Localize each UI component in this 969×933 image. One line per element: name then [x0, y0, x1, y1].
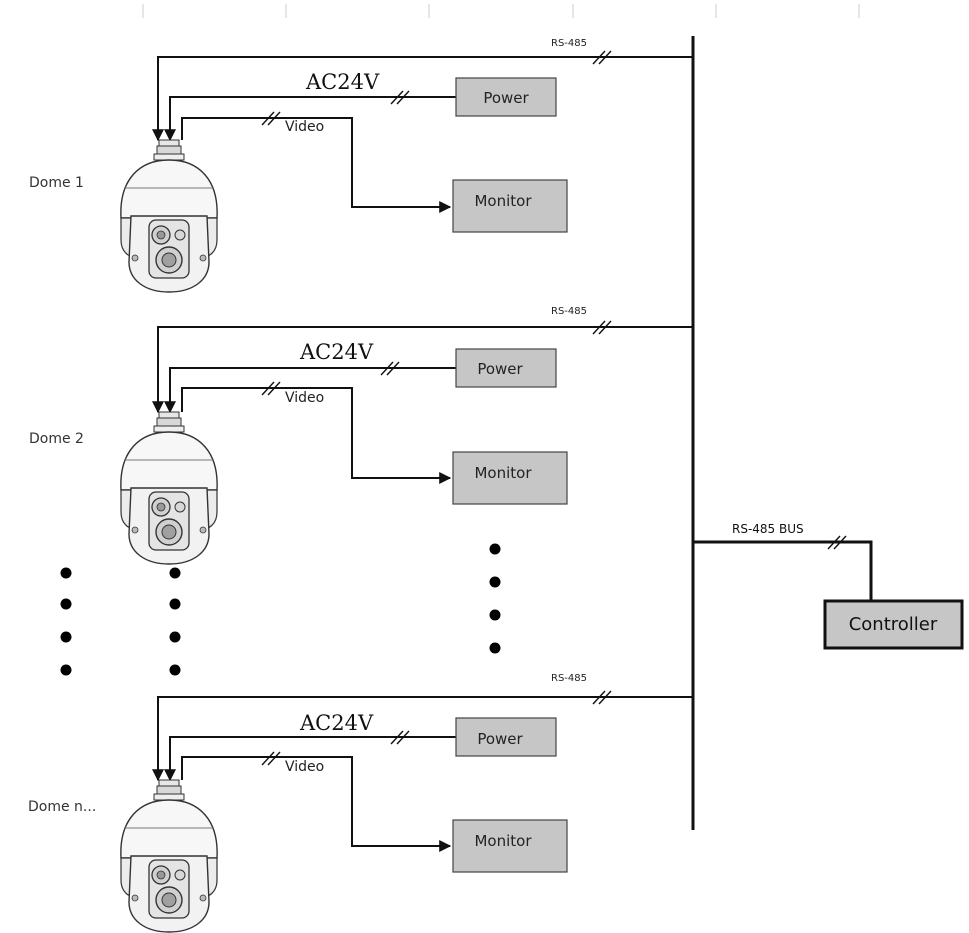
video-label: Video — [285, 390, 324, 406]
video-slash-mark — [261, 751, 281, 766]
video-wire — [181, 756, 452, 852]
monitor-box-label: Monitor — [474, 192, 532, 210]
power-box — [455, 77, 557, 117]
dome-camera-icon — [120, 411, 218, 565]
controller-box — [823, 599, 964, 650]
rs485-label: RS-485 — [551, 673, 587, 684]
controller-label: Controller — [849, 614, 938, 635]
video-slash-mark — [261, 381, 281, 396]
monitor-box — [452, 179, 568, 233]
video-label: Video — [285, 759, 324, 775]
dome-group-n: RS-485 AC24V Power Video Monitor Dome n.… — [28, 673, 693, 933]
power-wire — [164, 96, 456, 142]
power-box-label: Power — [477, 730, 523, 748]
rs485-slash-mark — [592, 320, 612, 335]
power-wire — [164, 736, 456, 782]
power-box-label: Power — [477, 360, 523, 378]
monitor-box-label: Monitor — [474, 832, 532, 850]
dome-camera-icon — [120, 139, 218, 293]
dome-label: Dome 2 — [29, 431, 84, 447]
power-box — [455, 717, 557, 757]
power-box-label: Power — [483, 89, 529, 107]
rs485-bus-label: RS-485 BUS — [732, 522, 804, 536]
power-wire — [164, 367, 456, 414]
dome-label: Dome 1 — [29, 175, 84, 191]
monitor-box-label: Monitor — [474, 464, 532, 482]
power-box — [455, 348, 557, 388]
monitor-box — [452, 819, 568, 873]
ac24v-label: AC24V — [305, 70, 380, 94]
video-slash-mark — [261, 111, 281, 126]
top-ruler — [142, 4, 860, 18]
dome-group-2: RS-485 AC24V Power Video Monitor Dome 2 — [29, 306, 693, 565]
rs485-wire — [152, 56, 693, 142]
monitor-box — [452, 451, 568, 505]
dome-group-1: RS-485 AC24V Power Video Monitor Dome 1 — [29, 38, 693, 293]
bus-slash-mark — [827, 535, 847, 550]
dome-label: Dome n... — [28, 799, 96, 815]
power-slash-mark — [390, 90, 410, 105]
bus-to-controller-wire — [693, 540, 873, 600]
rs485-wire — [152, 326, 693, 414]
video-wire — [181, 117, 452, 213]
continuation-dots — [60, 543, 501, 676]
dome-camera-icon — [120, 779, 218, 933]
video-label: Video — [285, 119, 324, 135]
controller-group: RS-485 BUS Controller — [693, 522, 964, 650]
rs485-label: RS-485 — [551, 38, 587, 49]
rs485-slash-mark — [592, 690, 612, 705]
rs485-slash-mark — [592, 50, 612, 65]
rs485-label: RS-485 — [551, 306, 587, 317]
power-slash-mark — [380, 361, 400, 376]
ac24v-label: AC24V — [299, 711, 374, 735]
video-wire — [181, 387, 452, 484]
ac24v-label: AC24V — [299, 340, 374, 364]
rs485-wire — [152, 696, 693, 782]
power-slash-mark — [390, 730, 410, 745]
